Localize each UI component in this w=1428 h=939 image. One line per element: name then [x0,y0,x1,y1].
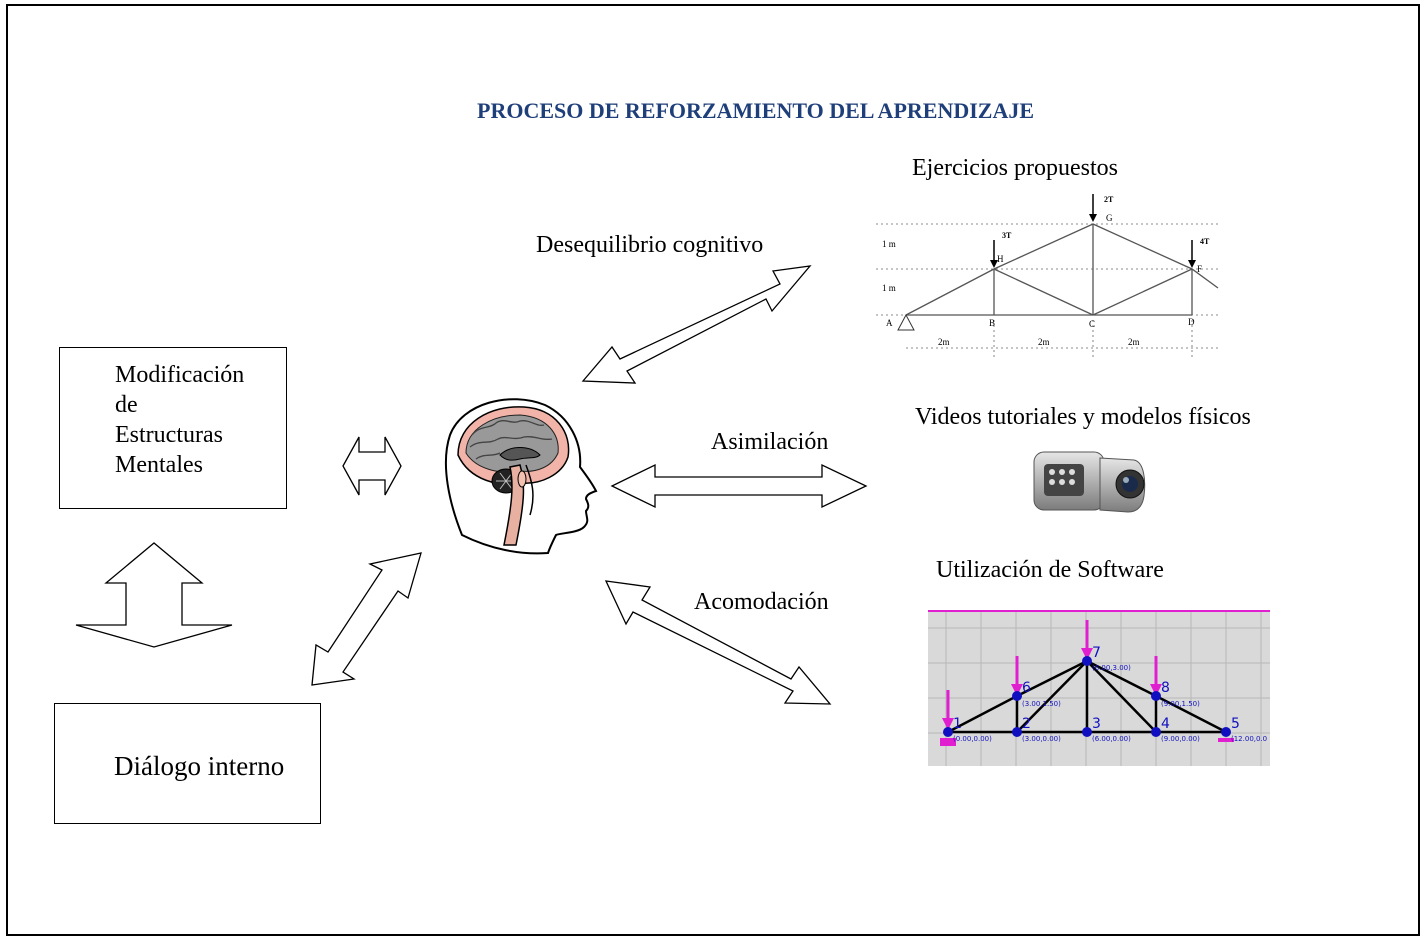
truss-load: 2T [1104,195,1114,204]
truss-exercise-figure: 1 m 1 m A B C D H G F 2m 2m 2m 3T 2T 4T [876,194,1219,358]
truss-dim: 1 m [882,283,896,293]
mod-line: de [115,392,138,418]
node-coord: (0.00,0.00) [953,735,992,743]
truss-node: A [886,318,893,328]
software-truss-figure: 1 2 3 4 5 6 7 8 (0.00,0.00) (3.00,0.00) … [928,610,1270,766]
node-number: 7 [1092,645,1101,661]
node-number: 4 [1161,716,1170,732]
truss-node: C [1089,319,1095,329]
node-number: 5 [1231,716,1240,732]
truss-load: 4T [1200,237,1210,246]
mod-line: Modificación [115,362,245,388]
label-software: Utilización de Software [936,557,1164,583]
node-number: 8 [1161,680,1170,696]
truss-node: B [989,318,995,328]
node-coord: (9.00,0.00) [1161,735,1200,743]
arrow-asimilacion [610,463,868,509]
diagram-frame [6,4,1420,936]
node-coord: (6.00,0.00) [1092,735,1131,743]
box-modificacion-text: Modificación de Estructuras Mentales [115,360,244,480]
video-camera-icon [1033,451,1146,513]
label-desequilibrio: Desequilibrio cognitivo [536,232,764,258]
node-number: 3 [1092,716,1101,732]
truss-node: D [1188,317,1195,327]
diagram-title: PROCESO DE REFORZAMIENTO DEL APRENDIZAJE [477,98,1035,123]
node-coord: (6.00,3.00) [1092,664,1131,672]
arrow-dialogo [311,552,422,686]
node-coord: (12.00,0.0 [1231,735,1267,743]
node-number: 6 [1022,680,1031,696]
node-number: 1 [953,716,962,732]
box-dialogo: Diálogo interno [54,703,321,824]
node-number: 2 [1022,716,1031,732]
truss-span: 2m [1038,337,1050,347]
arrow-desequilibrio [581,265,812,384]
box-dialogo-text: Diálogo interno [114,751,285,781]
truss-node: H [997,254,1004,264]
node-coord: (3.00,1.50) [1022,700,1061,708]
arrow-vertical [75,542,233,648]
truss-load: 3T [1002,231,1012,240]
arrow-acomodacion [604,580,832,705]
truss-node: F [1197,264,1202,274]
arrow-box-head [342,436,402,496]
label-asimilacion: Asimilación [711,429,829,455]
truss-span: 2m [1128,337,1140,347]
label-acomodacion: Acomodación [694,589,829,615]
truss-dim: 1 m [882,239,896,249]
label-ejercicios: Ejercicios propuestos [912,155,1118,181]
mod-line: Estructuras [115,422,223,448]
brain-head-illustration [444,398,598,555]
mod-line: Mentales [115,452,203,478]
node-coord: (3.00,0.00) [1022,735,1061,743]
node-coord: (9.00,1.50) [1161,700,1200,708]
box-modificacion: Modificación de Estructuras Mentales [59,347,287,509]
truss-node: G [1106,213,1113,223]
truss-span: 2m [938,337,950,347]
label-videos: Videos tutoriales y modelos físicos [915,404,1251,430]
